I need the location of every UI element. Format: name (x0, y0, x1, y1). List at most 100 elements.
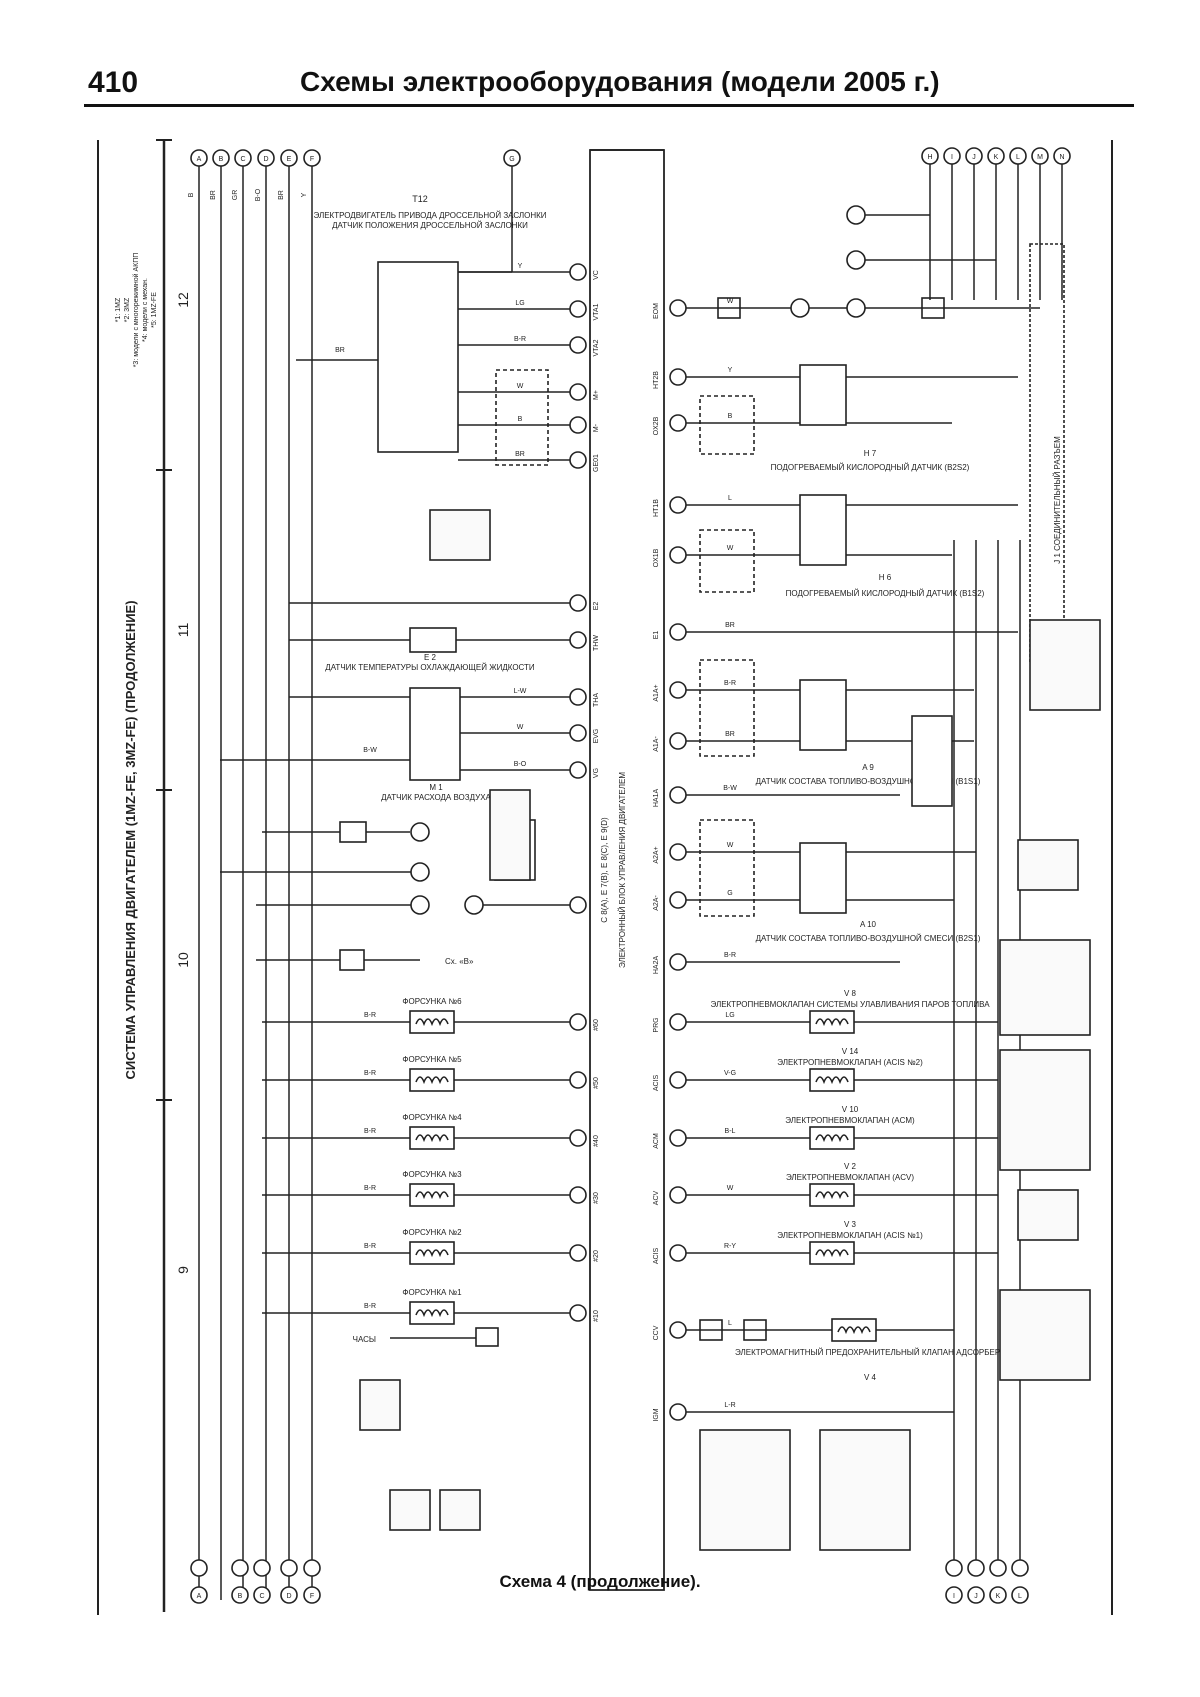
pin-name: A1A- (653, 736, 660, 752)
valve-label: ЭЛЕКТРОПНЕВМОКЛАПАН (ACV) (786, 1173, 914, 1182)
wire-color: BR (278, 190, 285, 200)
wire-color: B-L (725, 1128, 736, 1135)
connector-pictogram (429, 509, 491, 561)
ecu-pin (569, 451, 587, 469)
component-code: A 9 (862, 763, 874, 772)
connector-pictogram (359, 1379, 401, 1431)
figure-caption: Схема 4 (продолжение). (499, 1572, 701, 1591)
bottom-connector (989, 1586, 1007, 1604)
wire-color: W (517, 724, 524, 731)
injector-label: ФОРСУНКА №2 (402, 1228, 462, 1237)
component-label: ЭЛЕКТРОДВИГАТЕЛЬ ПРИВОДА ДРОССЕЛЬНОЙ ЗАС… (313, 211, 546, 230)
pin-name: OX1B (653, 548, 660, 567)
wire-color: B-W (363, 747, 377, 754)
ecu-pin (669, 1244, 687, 1262)
wire-color: BR (725, 622, 735, 629)
wire-color: G (727, 890, 732, 897)
ecu-pin (669, 1129, 687, 1147)
wire-color: L-W (514, 688, 527, 695)
ecu-pin (569, 631, 587, 649)
ecu-pin (569, 1304, 587, 1322)
wire-color: B-R (364, 1185, 376, 1192)
connector-pictogram (1017, 839, 1079, 891)
ecu-pin (669, 299, 687, 317)
bottom-connector (967, 1586, 985, 1604)
coil-winding (415, 1249, 449, 1258)
ecu-pin (569, 1186, 587, 1204)
connector-pictogram (1017, 1189, 1079, 1241)
ecu-pin (669, 786, 687, 804)
wire-color: W (727, 545, 734, 552)
pin-name: A1A+ (653, 684, 660, 701)
coil-winding (415, 1018, 449, 1027)
wire-color: BR (335, 347, 345, 354)
wire-color: Y (728, 367, 733, 374)
junction-node (846, 205, 866, 225)
shield-box (495, 369, 549, 466)
o2-sensor-b1s2 (799, 494, 847, 566)
bottom-connector (280, 1586, 298, 1604)
pin-name: A2A+ (653, 846, 660, 863)
component-label: ДАТЧИК СОСТАВА ТОПЛИВО-ВОЗДУШНОЙ СМЕСИ (… (756, 777, 981, 786)
connector-letter: F (310, 156, 314, 163)
junction-node (410, 895, 430, 915)
connector-letter: L (1016, 154, 1020, 161)
connector-letter: C (259, 1593, 264, 1600)
component-code: H 6 (879, 573, 892, 582)
wire-color: L (728, 1320, 732, 1327)
pin-name: HT1B (653, 499, 660, 517)
bottom-connector (190, 1559, 208, 1577)
pin-name: EVG (593, 729, 600, 744)
ecu-pin (569, 1129, 587, 1147)
coil-winding (815, 1018, 849, 1027)
pin-name: E2 (593, 602, 600, 611)
relay-node (339, 821, 367, 843)
bottom-connector (945, 1586, 963, 1604)
section-number: 10 (175, 952, 191, 968)
component-label: ДАТЧИК СОСТАВА ТОПЛИВО-ВОЗДУШНОЙ СМЕСИ (… (756, 934, 981, 943)
wire-color: W (727, 842, 734, 849)
wire-color: BR (515, 451, 525, 458)
bottom-connector (231, 1559, 249, 1577)
wire-color: W (727, 298, 734, 305)
bottom-connector (303, 1559, 321, 1577)
bottom-connector (1011, 1586, 1029, 1604)
pin-name: OX2B (653, 416, 660, 435)
connector-icon (911, 715, 953, 807)
connector-pictogram (699, 1429, 791, 1551)
coil-winding (415, 1134, 449, 1143)
ecu-pin (669, 1071, 687, 1089)
valve-label: ЭЛЕКТРОПНЕВМОКЛАПАН (ACM) (785, 1116, 915, 1125)
bottom-connector (280, 1559, 298, 1577)
connector-letter: H (927, 154, 932, 161)
wire-color: B (728, 413, 733, 420)
relay-node (339, 949, 365, 971)
component-label: ДАТЧИК РАСХОДА ВОЗДУХА (381, 793, 491, 802)
bottom-connector (190, 1586, 208, 1604)
connector-letter: D (263, 156, 268, 163)
ecu-label: С 8(А), Е 7(В), Е 8(С), Е 9(D) (600, 817, 609, 923)
connector-letter: J (974, 1593, 978, 1600)
ecu-pin (669, 1013, 687, 1031)
pin-name: #20 (593, 1250, 600, 1262)
wire-color: BR (210, 190, 217, 200)
ecu-pin (669, 368, 687, 386)
component-label: ЭЛЕКТРОМАГНИТНЫЙ ПРЕДОХРАНИТЕЛЬНЫЙ КЛАПА… (735, 1348, 1006, 1357)
coil-winding (815, 1134, 849, 1143)
component-code: V 14 (842, 1047, 859, 1056)
component-code: H 7 (864, 449, 877, 458)
note: *4: модели с механ. (142, 278, 149, 342)
pin-name: #30 (593, 1192, 600, 1204)
af-sensor-b1s1 (799, 679, 847, 751)
note: *2: 3MZ (124, 297, 131, 322)
maf-block (409, 687, 461, 781)
junction-node (410, 822, 430, 842)
wire-color: B-W (723, 785, 737, 792)
junction-node (464, 895, 484, 915)
coil-winding (815, 1191, 849, 1200)
ecu-pin (669, 546, 687, 564)
junction-node (846, 250, 866, 270)
connector-pictogram (439, 1489, 481, 1531)
connector-letter: D (286, 1593, 291, 1600)
note: *3: модели с многорежимной АКПП (132, 253, 140, 368)
